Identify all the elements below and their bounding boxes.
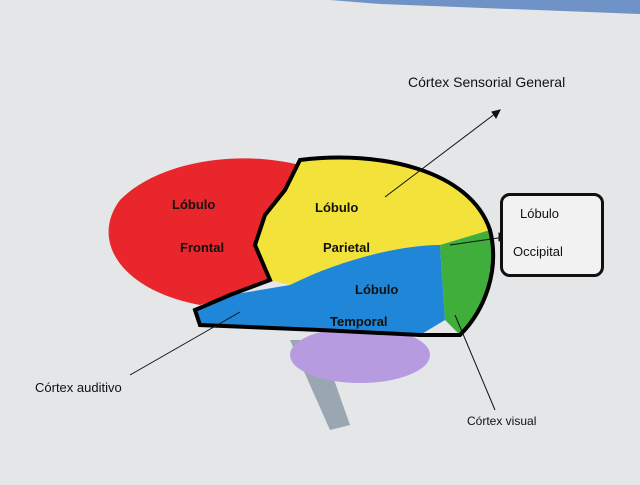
label-cortex-auditivo: Córtex auditivo [35, 380, 122, 395]
label-frontal-2: Frontal [180, 240, 225, 255]
label-cortex-visual: Córtex visual [467, 414, 537, 428]
label-frontal-1: Lóbulo [172, 197, 216, 212]
label-occipital-2: Occipital [513, 244, 563, 259]
screen-toolbar-edge [330, 0, 640, 14]
arrow-occipital [449, 236, 506, 246]
label-occipital-1: Lóbulo [520, 206, 560, 221]
arrow-sensorial [384, 109, 501, 198]
label-parietal-1: Lóbulo [315, 200, 359, 215]
label-temporal-2: Temporal [330, 314, 388, 329]
cerebellum [290, 327, 430, 383]
arrow-visual [454, 314, 496, 411]
frontal-lobe [108, 158, 300, 305]
occipital-label-box: Lóbulo Occipital [500, 193, 604, 277]
parietal-lobe [255, 157, 490, 285]
arrow-auditivo [129, 311, 241, 376]
label-cortex-sensorial: Córtex Sensorial General [408, 74, 566, 90]
lobes-outline [192, 155, 496, 337]
temporal-lobe [195, 245, 445, 335]
label-temporal-1: Lóbulo [355, 282, 399, 297]
label-parietal-2: Parietal [323, 240, 370, 255]
occipital-lobe [440, 230, 494, 335]
